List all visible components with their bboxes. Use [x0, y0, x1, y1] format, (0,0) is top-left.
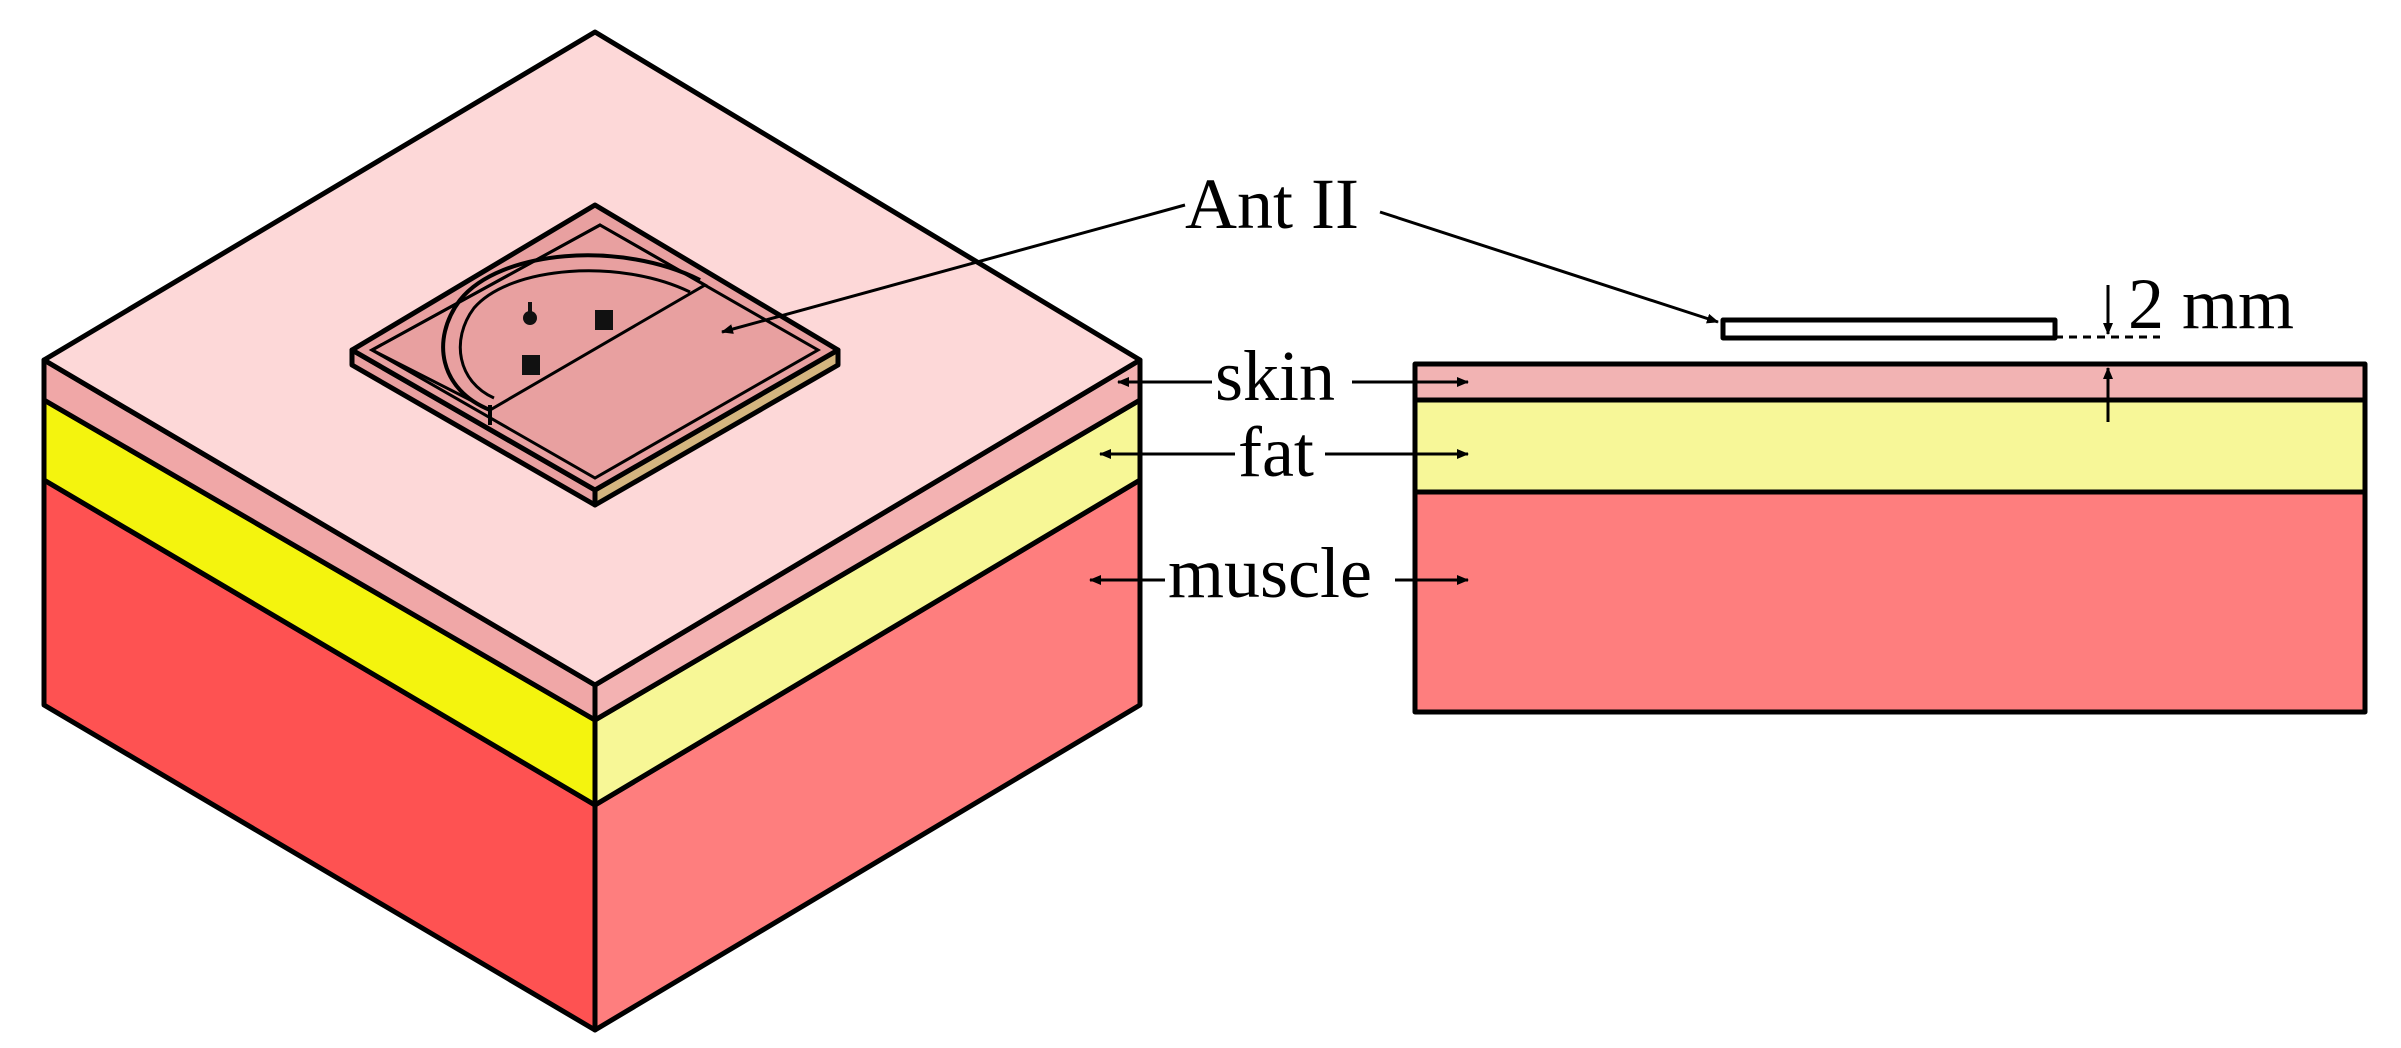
gap-label: 2 mm: [2128, 264, 2294, 344]
muscle-label: muscle: [1168, 533, 1372, 613]
isometric-tissue-block: [41, 29, 1143, 1033]
connector-icon: [522, 302, 613, 375]
section-antenna: [1720, 317, 2058, 341]
arrow-icon: [721, 203, 1186, 334]
section-muscle-layer: [1412, 489, 2368, 715]
fat-label: fat: [1238, 412, 1314, 492]
annotations: Ant II skin fat muscle 2 mm: [721, 164, 2294, 613]
antenna-ring-inner: [458, 269, 691, 400]
antenna-label: Ant II: [1185, 164, 1359, 244]
arrow-icon: [1379, 210, 1719, 324]
antenna-ring: [441, 253, 701, 412]
section-fat-layer: [1412, 397, 2368, 495]
antenna-3d: [349, 202, 841, 508]
skin-label: skin: [1215, 336, 1335, 416]
section-skin-layer: [1412, 361, 2368, 403]
cross-section: [1412, 317, 2368, 715]
